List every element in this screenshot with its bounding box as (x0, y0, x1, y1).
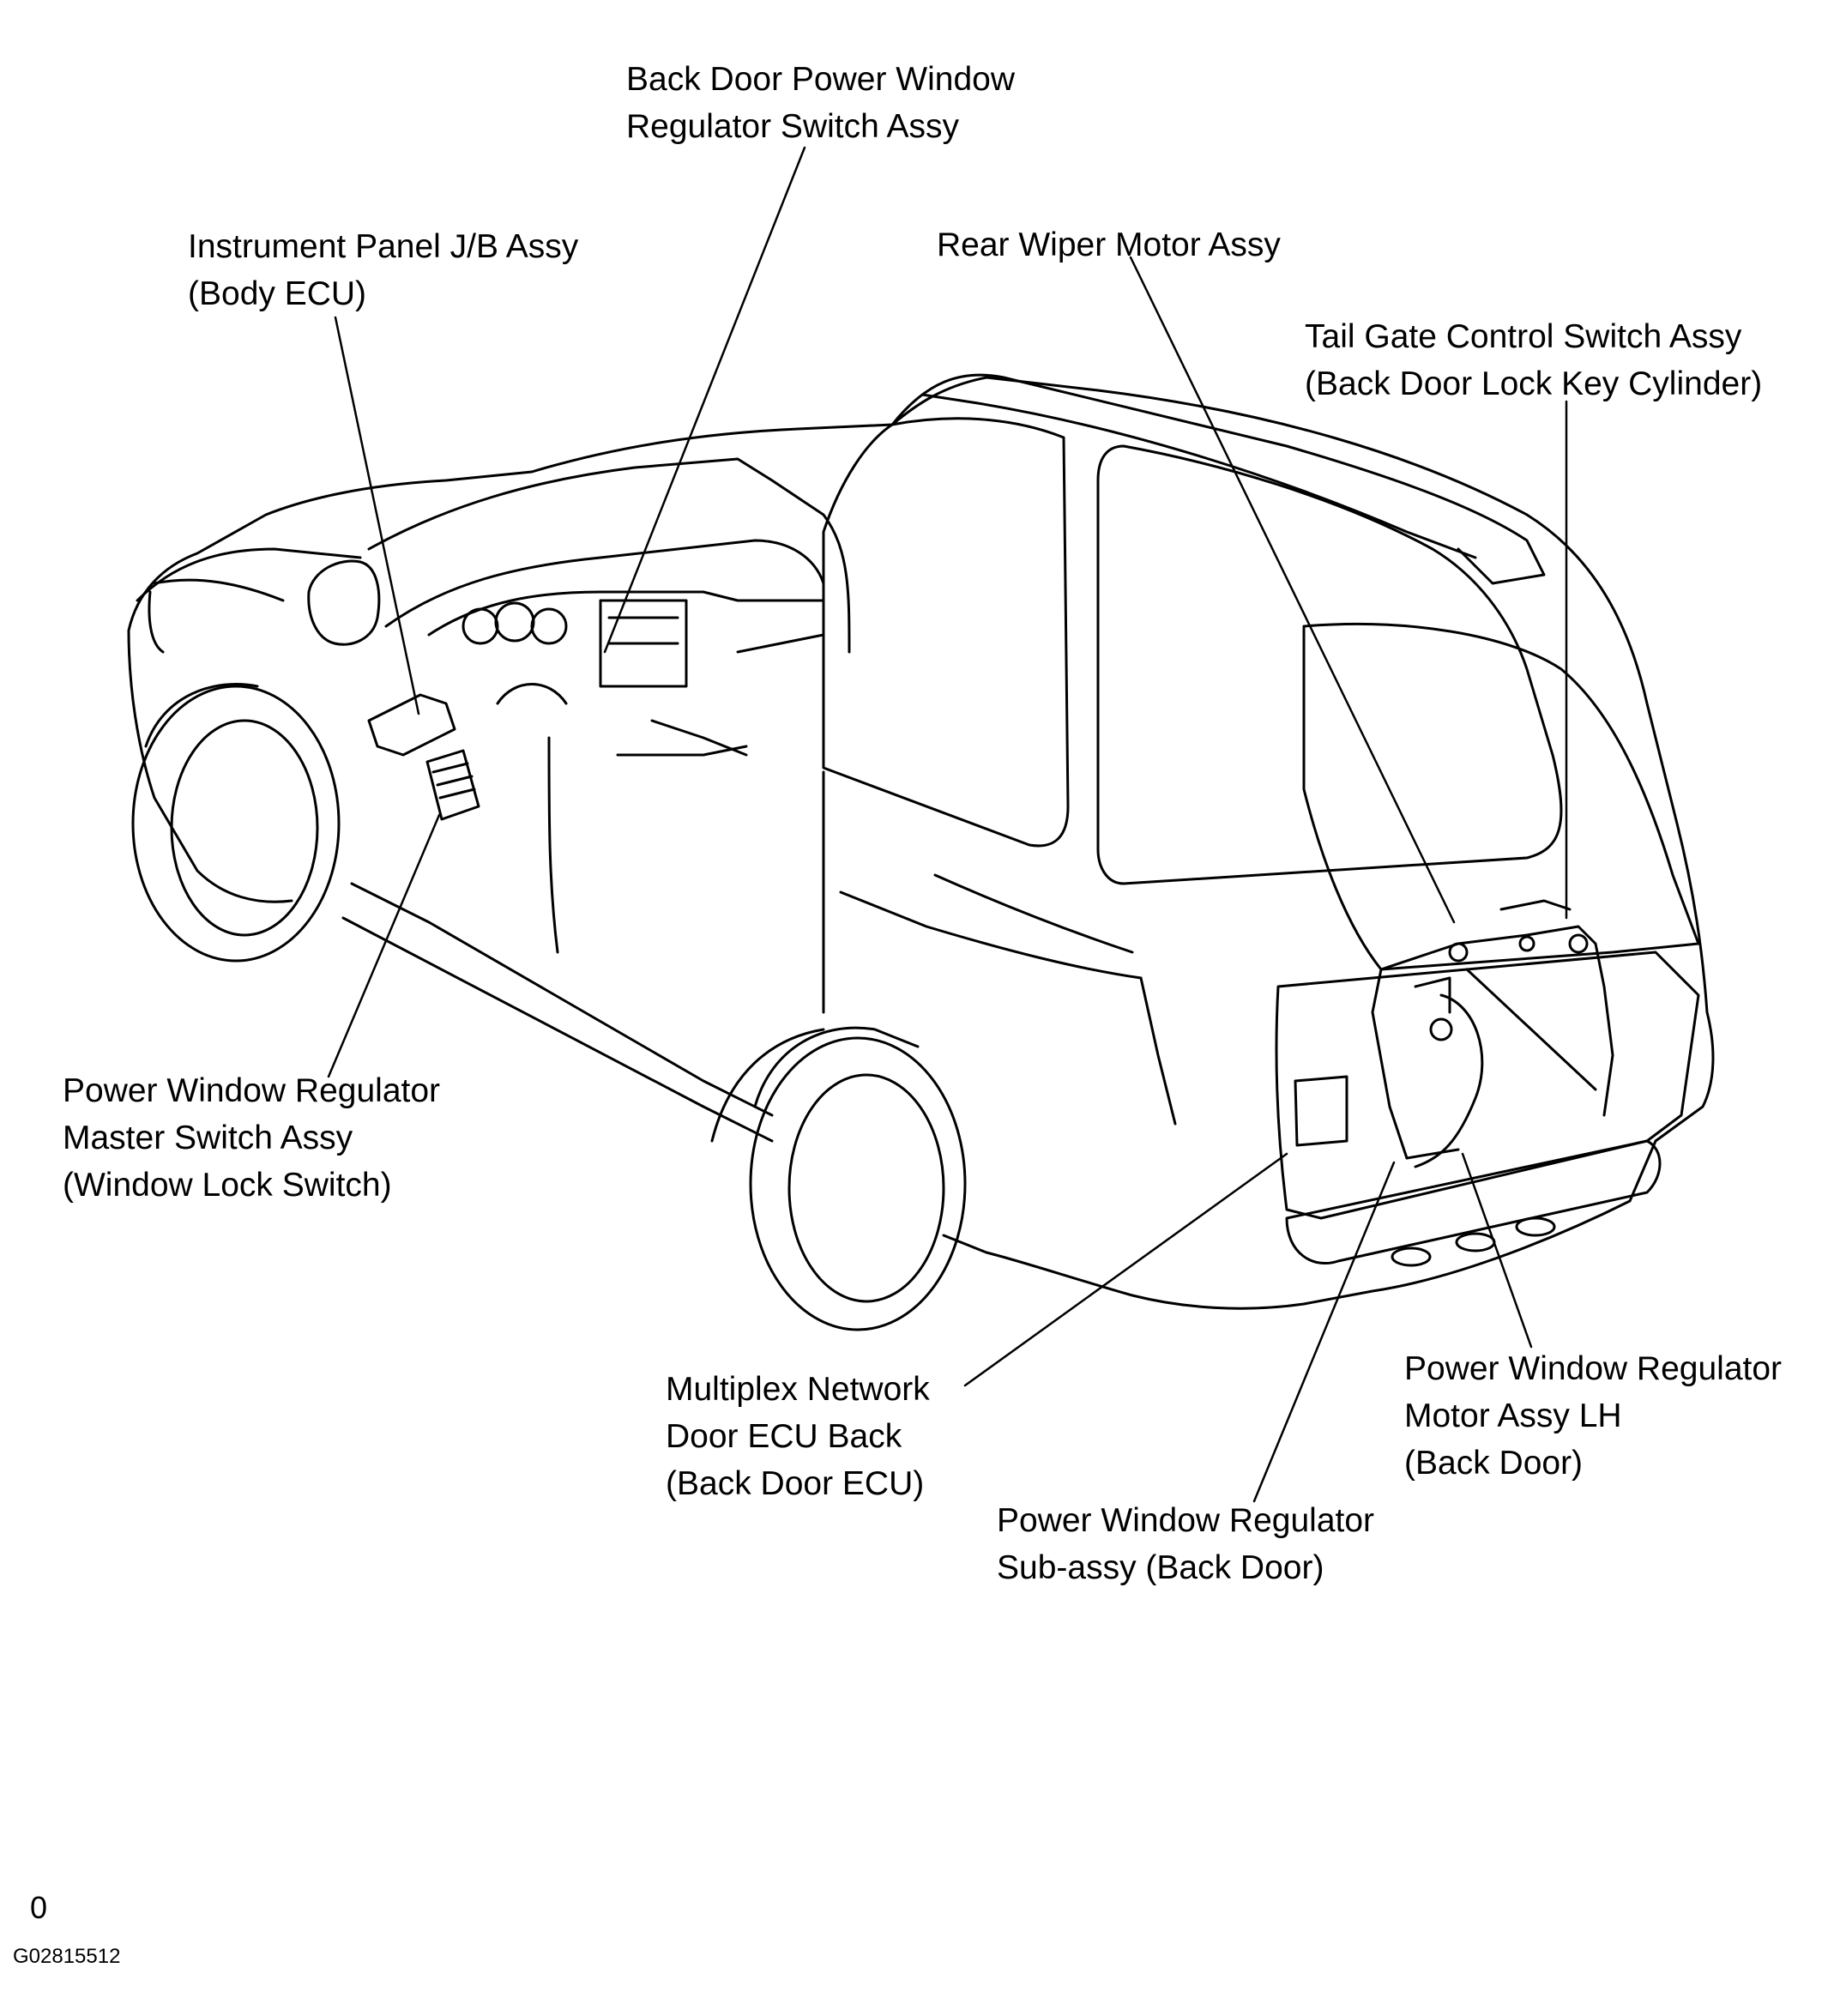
label-rear-wiper: Rear Wiper Motor Assy (937, 226, 1281, 263)
rear-bumper (1285, 1139, 1662, 1265)
back-door-ecu (1294, 1075, 1348, 1147)
leader-back-door-switch (603, 146, 806, 654)
side-mirror (307, 559, 381, 646)
ecu-block (367, 693, 456, 757)
leader-lines (327, 146, 1568, 1503)
rear-quarter-window (1096, 444, 1563, 885)
label-instrument-panel: Instrument Panel J/B Assy (Body ECU) (188, 228, 579, 312)
regulator-mechanism (1371, 899, 1614, 1168)
master-switch (425, 749, 480, 821)
label-regulator-sub: Power Window Regulator Sub-assy (Back Do… (997, 1502, 1375, 1586)
door-window (822, 417, 1070, 848)
label-master-switch: Power Window Regulator Master Switch Ass… (63, 1072, 441, 1204)
label-back-door-switch: Back Door Power Window Regulator Switch … (626, 61, 1015, 145)
leader-multiplex (963, 1152, 1288, 1387)
rear-glass (1302, 622, 1700, 971)
label-regulator-motor: Power Window Regulator Motor Assy LH (Ba… (1404, 1350, 1783, 1482)
figure-code: G02815512 (13, 1945, 121, 1968)
leader-instrument-panel (334, 316, 420, 715)
page-mark: 0 (30, 1890, 48, 1925)
leader-rear-wiper (1129, 256, 1456, 924)
leader-master-switch (327, 813, 441, 1078)
vehicle-body (127, 373, 1715, 1331)
leader-regulator-motor (1461, 1152, 1533, 1349)
back-door-panel (1275, 951, 1700, 1220)
label-multiplex: Multiplex Network Door ECU Back (Back Do… (666, 1371, 930, 1502)
front-wheel (131, 683, 341, 963)
leader-regulator-sub (1252, 1161, 1396, 1503)
rear-wheel (710, 1026, 967, 1331)
label-tail-gate: Tail Gate Control Switch Assy (Back Door… (1305, 318, 1763, 402)
